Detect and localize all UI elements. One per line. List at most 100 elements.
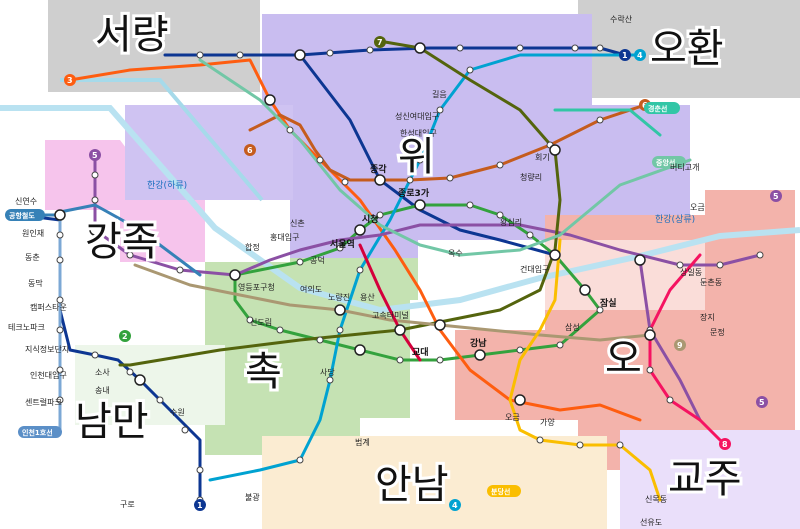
- station-label: 교대: [412, 346, 429, 358]
- badge-line-8: 8: [719, 438, 731, 450]
- region-label-seoryang: 서량: [95, 12, 169, 58]
- tag-incheon1: 인천1호선: [18, 426, 62, 438]
- badge-line-4b: 4: [449, 499, 461, 511]
- svg-text:인천1호선: 인천1호선: [22, 428, 53, 437]
- svg-text:4: 4: [452, 501, 458, 510]
- badge-line-5b: 5: [770, 190, 782, 202]
- station-label: 구로: [120, 500, 135, 509]
- station-label: 문정: [710, 327, 725, 337]
- svg-text:3: 3: [692, 474, 698, 483]
- station-label: 둔촌동: [700, 278, 722, 287]
- svg-text:분당선: 분당선: [491, 487, 510, 496]
- svg-text:중앙선: 중앙선: [656, 158, 675, 167]
- region-labels: 서량 오환 위 강족 촉 오 남만 안남 교주: [72, 9, 745, 511]
- station-label: 공덕: [310, 255, 325, 265]
- station-label: 소사: [95, 368, 110, 377]
- station-label: 고속터미널: [372, 311, 409, 320]
- station-label: 범계: [355, 437, 370, 447]
- svg-text:8: 8: [722, 440, 728, 449]
- region-northeast: [578, 0, 800, 98]
- badge-line-5: 5: [89, 149, 101, 161]
- station-label: 송내: [95, 386, 110, 395]
- station-label: 사당: [320, 367, 335, 377]
- svg-text:5: 5: [92, 151, 98, 160]
- svg-text:7: 7: [377, 38, 383, 47]
- station-label: 상일동: [680, 267, 702, 277]
- station-label: 지식정보단지: [25, 344, 69, 354]
- station-label: 테크노파크: [8, 323, 45, 332]
- svg-text:6: 6: [247, 146, 253, 155]
- badge-line-1: 1: [194, 499, 206, 511]
- station-label: 용산: [360, 292, 375, 302]
- tag-jungang: 중앙선: [652, 156, 686, 168]
- station-label: 홍대입구: [270, 232, 299, 242]
- station-label: 한성대입구: [400, 129, 437, 138]
- station-label: 신연수: [15, 197, 37, 206]
- station-label: 여의도: [300, 284, 322, 294]
- station-label: 수원: [170, 408, 185, 417]
- badge-line-5c: 5: [756, 396, 768, 408]
- region-label-gyoju: 교주: [668, 456, 742, 502]
- station-label: 센트럴파크: [25, 397, 62, 407]
- svg-text:공항철도: 공항철도: [9, 211, 35, 220]
- station-label: 캠퍼스타운: [30, 302, 67, 312]
- svg-text:5: 5: [773, 192, 779, 201]
- station-label: 영등포구청: [238, 282, 275, 292]
- station-label: 버티고개: [670, 162, 699, 172]
- badge-line-1b: 1: [619, 49, 631, 61]
- region-label-o: 오: [605, 336, 642, 382]
- station-label: 합정: [245, 242, 260, 252]
- station-label: 종각: [370, 163, 387, 175]
- station-label: 불광: [245, 492, 260, 502]
- station-label: 오금: [690, 203, 705, 212]
- tag-airport: 공항철도: [5, 209, 45, 221]
- transfer-stations: [54, 42, 656, 406]
- svg-text:3: 3: [67, 76, 73, 85]
- line-4-path: [208, 53, 642, 482]
- badge-line-9: 9: [674, 339, 686, 351]
- station-labels: 서울역 시청 종각 종로3가 청량리 회기 왕십리 건대입구 잠실 삼성 강남 …: [8, 14, 725, 527]
- station-label: 시청: [362, 213, 379, 225]
- svg-text:1: 1: [622, 51, 628, 60]
- station-label: 동막: [28, 278, 43, 288]
- badge-line-4: 4: [634, 49, 646, 61]
- station-label: 원인재: [22, 228, 44, 238]
- region-label-annam: 안남: [375, 462, 449, 508]
- line-7-path: [118, 40, 562, 367]
- line-gyeongchun-path: [553, 108, 662, 137]
- region-label-chok: 촉: [245, 349, 282, 395]
- badge-line-2: 2: [119, 330, 131, 342]
- station-label: 신목동: [645, 495, 667, 504]
- region-label-gangjok: 강족: [85, 219, 159, 265]
- svg-text:경춘선: 경춘선: [648, 104, 667, 113]
- badge-line-7: 7: [374, 36, 386, 48]
- station-label: 오금: [505, 413, 520, 422]
- han-river: 한강(하류) 한강(상류): [0, 78, 800, 314]
- station-label: 옥수: [448, 249, 463, 258]
- svg-text:5: 5: [759, 398, 765, 407]
- svg-text:9: 9: [677, 341, 683, 350]
- badge-line-3b: 3: [689, 472, 701, 484]
- station-label: 신도림: [250, 317, 272, 327]
- tag-gyeongchun: 경춘선: [644, 102, 680, 114]
- station-label: 서울역: [330, 238, 355, 250]
- badge-line-6: 6: [244, 144, 256, 156]
- line-tags: 공항철도 인천1호선 경춘선 중앙선 분당선: [5, 102, 686, 497]
- badge-line-3: 3: [64, 74, 76, 86]
- station-label: 신촌: [290, 219, 305, 228]
- region-southeast: [620, 430, 800, 529]
- region-east: [455, 190, 795, 470]
- region-southwest-pale: [75, 345, 225, 425]
- region-label-ohwan: 오환: [650, 26, 724, 72]
- station-label: 성신여대입구: [395, 111, 439, 121]
- station-label: 선유도: [640, 518, 662, 527]
- station-label: 잠실: [600, 297, 617, 309]
- station-label: 종로3가: [398, 187, 430, 199]
- station-label: 동춘: [25, 253, 40, 262]
- station-label: 왕십리: [500, 218, 522, 227]
- line-bundang-path: [508, 238, 662, 502]
- station-label: 노량진: [328, 292, 350, 302]
- station-label: 청량리: [520, 172, 542, 182]
- region-south: [262, 436, 607, 529]
